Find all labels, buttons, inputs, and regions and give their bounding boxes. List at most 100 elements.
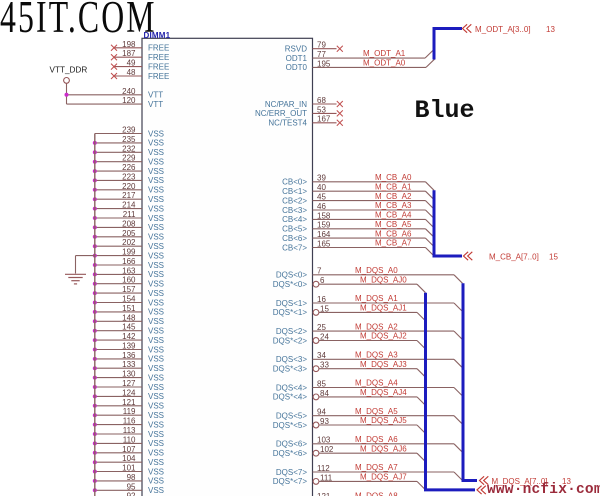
svg-text:98: 98 xyxy=(127,473,136,482)
svg-text:79: 79 xyxy=(317,41,326,50)
svg-text:VSS: VSS xyxy=(148,345,164,354)
svg-text:VSS: VSS xyxy=(148,477,164,486)
svg-text:FREE: FREE xyxy=(148,53,169,62)
svg-text:DQS<1>: DQS<1> xyxy=(276,299,307,308)
svg-text:VSS: VSS xyxy=(148,298,164,307)
svg-text:VSS: VSS xyxy=(148,186,164,195)
svg-text:104: 104 xyxy=(122,454,136,463)
svg-text:VTT: VTT xyxy=(148,100,163,109)
svg-text:DQS*<3>: DQS*<3> xyxy=(273,365,308,374)
svg-text:187: 187 xyxy=(122,49,136,58)
svg-text:VSS: VSS xyxy=(148,327,164,336)
svg-text:VSS: VSS xyxy=(148,242,164,251)
svg-text:M_DQS_AJ5: M_DQS_AJ5 xyxy=(360,416,407,425)
svg-text:226: 226 xyxy=(122,163,136,172)
svg-text:121: 121 xyxy=(122,398,136,407)
svg-text:VSS: VSS xyxy=(148,355,164,364)
svg-text:6: 6 xyxy=(320,276,325,285)
svg-text:148: 148 xyxy=(122,313,136,322)
svg-text:40: 40 xyxy=(317,183,326,192)
svg-text:15: 15 xyxy=(549,252,558,261)
svg-text:48: 48 xyxy=(127,68,136,77)
svg-text:139: 139 xyxy=(122,342,136,351)
svg-text:45: 45 xyxy=(317,193,326,202)
svg-text:102: 102 xyxy=(320,445,334,454)
svg-text:93: 93 xyxy=(320,417,329,426)
svg-text:M_CB_A2: M_CB_A2 xyxy=(375,192,412,201)
svg-text:DQS*<7>: DQS*<7> xyxy=(273,477,308,486)
svg-text:110: 110 xyxy=(123,435,136,444)
svg-text:239: 239 xyxy=(122,126,136,135)
svg-text:VSS: VSS xyxy=(148,223,164,232)
svg-text:M_CB_A3: M_CB_A3 xyxy=(375,201,412,210)
svg-text:VSS: VSS xyxy=(148,233,164,242)
svg-text:127: 127 xyxy=(122,379,136,388)
svg-text:VSS: VSS xyxy=(148,439,164,448)
svg-text:M_DQS_AJ0: M_DQS_AJ0 xyxy=(360,275,407,284)
svg-text:154: 154 xyxy=(122,295,136,304)
svg-text:VSS: VSS xyxy=(148,317,164,326)
svg-text:95: 95 xyxy=(127,482,136,491)
svg-text:229: 229 xyxy=(122,154,136,163)
svg-text:235: 235 xyxy=(122,135,136,144)
svg-text:M_DQS_A3: M_DQS_A3 xyxy=(355,351,398,360)
svg-text:214: 214 xyxy=(122,201,136,210)
svg-text:211: 211 xyxy=(123,210,136,219)
svg-text:DQS*<6>: DQS*<6> xyxy=(273,449,308,458)
svg-text:195: 195 xyxy=(317,59,331,68)
svg-text:DQS*<5>: DQS*<5> xyxy=(273,421,308,430)
svg-text:DQS*<0>: DQS*<0> xyxy=(273,280,308,289)
svg-text:VSS: VSS xyxy=(148,336,164,345)
svg-text:DQS<5>: DQS<5> xyxy=(276,412,307,421)
svg-text:M_DQS_AJ4: M_DQS_AJ4 xyxy=(360,388,407,397)
svg-text:120: 120 xyxy=(122,96,136,105)
svg-text:ODT1: ODT1 xyxy=(286,54,308,63)
svg-text:FREE: FREE xyxy=(148,44,169,53)
svg-text:VSS: VSS xyxy=(148,176,164,185)
svg-text:VSS: VSS xyxy=(148,167,164,176)
svg-text:CB<3>: CB<3> xyxy=(282,206,307,215)
svg-text:151: 151 xyxy=(122,304,136,313)
svg-text:VSS: VSS xyxy=(148,449,164,458)
svg-text:113: 113 xyxy=(123,426,136,435)
svg-text:FREE: FREE xyxy=(148,72,169,81)
svg-text:VTT: VTT xyxy=(148,91,163,100)
svg-text:111: 111 xyxy=(320,473,333,482)
svg-text:202: 202 xyxy=(122,238,136,247)
svg-text:158: 158 xyxy=(317,211,331,220)
svg-text:M_CB_A6: M_CB_A6 xyxy=(375,229,412,238)
svg-text:16: 16 xyxy=(317,295,326,304)
svg-text:M_DQS_A8: M_DQS_A8 xyxy=(355,491,398,496)
svg-text:VSS: VSS xyxy=(148,402,164,411)
svg-text:M_DQS_A0: M_DQS_A0 xyxy=(355,266,398,275)
svg-text:142: 142 xyxy=(122,332,136,341)
svg-text:CB<0>: CB<0> xyxy=(282,178,307,187)
svg-text:34: 34 xyxy=(317,351,326,360)
svg-text:119: 119 xyxy=(123,407,136,416)
svg-text:145: 145 xyxy=(122,323,136,332)
svg-text:DQS<0>: DQS<0> xyxy=(276,271,307,280)
svg-text:DQS<4>: DQS<4> xyxy=(276,383,307,392)
svg-text:M_DQS_A2: M_DQS_A2 xyxy=(355,322,398,331)
svg-text:92: 92 xyxy=(127,492,136,496)
svg-text:68: 68 xyxy=(317,96,326,105)
svg-text:112: 112 xyxy=(317,464,330,473)
svg-text:VSS: VSS xyxy=(148,204,164,213)
svg-text:DQS*<1>: DQS*<1> xyxy=(273,308,308,317)
svg-text:CB<7>: CB<7> xyxy=(282,243,307,252)
svg-text:CB<2>: CB<2> xyxy=(282,196,307,205)
svg-text:M_DQS_AJ6: M_DQS_AJ6 xyxy=(360,444,407,453)
svg-text:217: 217 xyxy=(122,191,136,200)
svg-text:198: 198 xyxy=(122,40,136,49)
svg-text:24: 24 xyxy=(320,332,329,341)
svg-text:53: 53 xyxy=(317,105,326,114)
svg-text:VSS: VSS xyxy=(148,373,164,382)
svg-text:164: 164 xyxy=(317,230,331,239)
svg-text:85: 85 xyxy=(317,379,326,388)
svg-text:VSS: VSS xyxy=(148,458,164,467)
svg-text:M_DQS_A6: M_DQS_A6 xyxy=(355,435,398,444)
svg-text:163: 163 xyxy=(122,266,136,275)
svg-text:VSS: VSS xyxy=(148,308,164,317)
svg-text:RSVD: RSVD xyxy=(285,45,307,54)
svg-text:160: 160 xyxy=(122,276,136,285)
